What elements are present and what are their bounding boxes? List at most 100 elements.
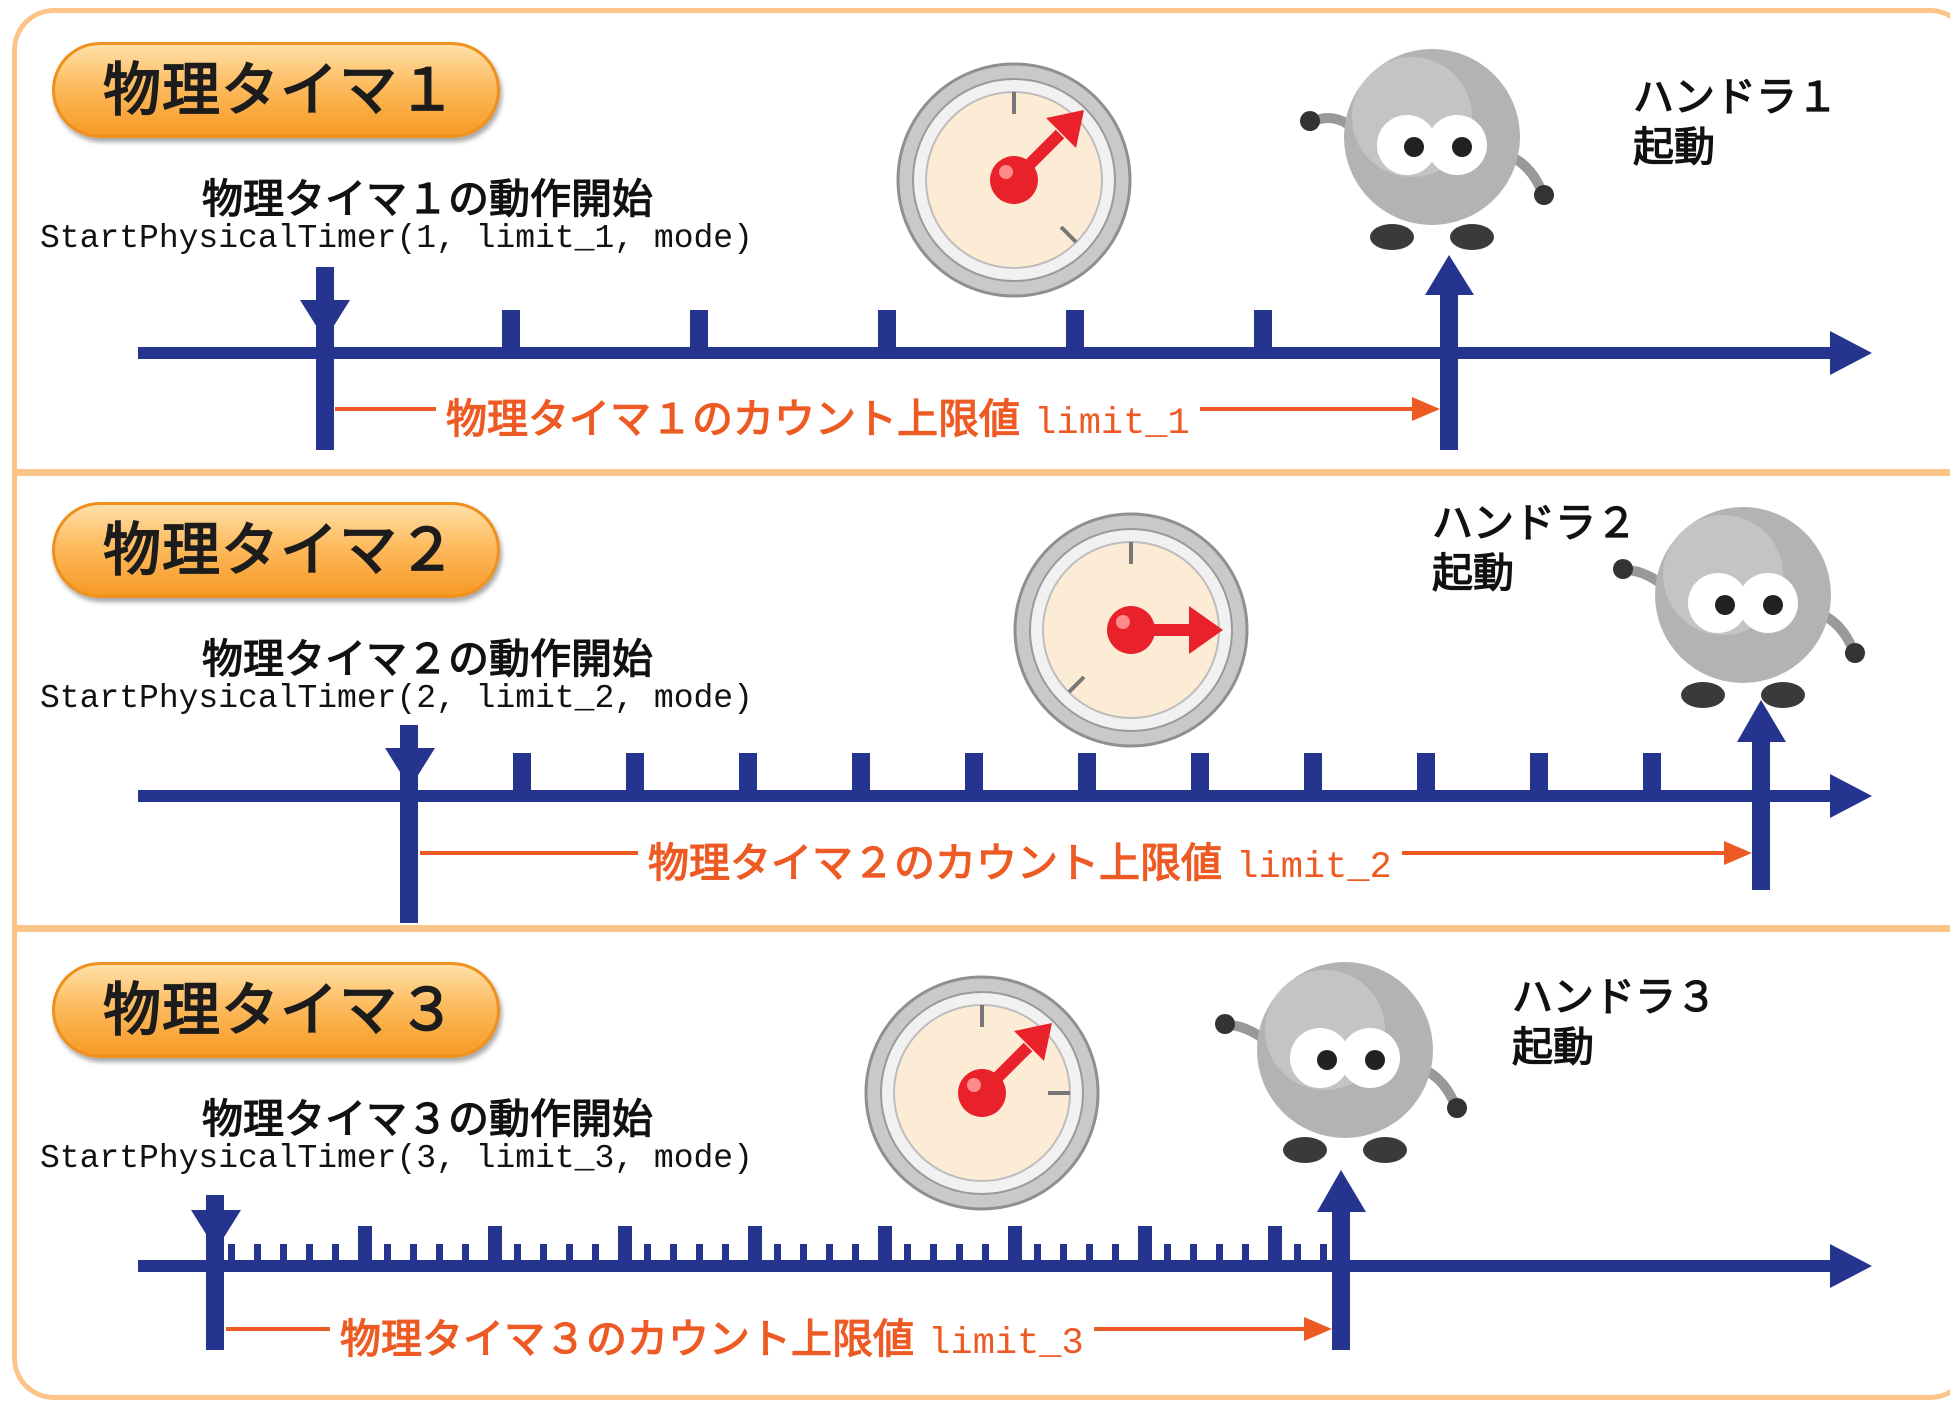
tick-mark bbox=[1530, 753, 1548, 798]
start-marker bbox=[300, 267, 350, 450]
time-axis-arrowhead bbox=[1830, 774, 1872, 818]
start-marker bbox=[385, 725, 435, 923]
axis-ticks bbox=[513, 753, 1661, 798]
minor-tick-mark bbox=[670, 1244, 677, 1268]
minor-tick-mark bbox=[280, 1244, 287, 1268]
panel-divider bbox=[12, 925, 1950, 932]
count-limit-variable: limit_2 bbox=[1236, 847, 1392, 889]
minor-tick-mark bbox=[254, 1244, 261, 1268]
minor-tick-mark bbox=[826, 1244, 833, 1268]
tick-mark bbox=[488, 1226, 502, 1268]
minor-tick-mark bbox=[1086, 1244, 1093, 1268]
minor-tick-mark bbox=[852, 1244, 859, 1268]
minor-tick-mark bbox=[462, 1244, 469, 1268]
handler-action: 起動 bbox=[1512, 1023, 1594, 1071]
minor-tick-mark bbox=[228, 1244, 235, 1268]
minor-tick-mark bbox=[774, 1244, 781, 1268]
tick-mark bbox=[852, 753, 870, 798]
handler-mascot-icon bbox=[1215, 962, 1467, 1163]
count-limit-label: 物理タイマ２のカウント上限値 limit_2 bbox=[638, 829, 1402, 889]
tick-mark bbox=[1268, 1226, 1282, 1268]
minor-tick-mark bbox=[1320, 1244, 1327, 1268]
tick-mark bbox=[626, 753, 644, 798]
start-label: 物理タイマ１の動作開始 bbox=[202, 175, 653, 223]
minor-tick-mark bbox=[800, 1244, 807, 1268]
tick-mark bbox=[878, 310, 896, 355]
tick-mark bbox=[1078, 753, 1096, 798]
handler-label: ハンドラ３ 起動 bbox=[1512, 972, 1717, 1072]
handler-trigger-marker bbox=[1317, 1170, 1366, 1350]
minor-tick-mark bbox=[930, 1244, 937, 1268]
api-call-code: StartPhysicalTimer(3, limit_3, mode) bbox=[40, 1140, 753, 1177]
handler-name: ハンドラ１ bbox=[1633, 73, 1838, 121]
handler-label: ハンドラ２ 起動 bbox=[1432, 498, 1637, 598]
tick-mark bbox=[1643, 753, 1661, 798]
minor-tick-mark bbox=[1112, 1244, 1119, 1268]
minor-tick-mark bbox=[566, 1244, 573, 1268]
axis-ticks bbox=[228, 1226, 1327, 1268]
time-axis-arrowhead bbox=[1830, 1244, 1872, 1288]
panel-divider bbox=[12, 469, 1950, 476]
api-call-code: StartPhysicalTimer(1, limit_1, mode) bbox=[40, 220, 753, 257]
minor-tick-mark bbox=[540, 1244, 547, 1268]
start-label: 物理タイマ２の動作開始 bbox=[202, 635, 653, 683]
handler-label: ハンドラ１ 起動 bbox=[1633, 72, 1838, 172]
tick-mark bbox=[748, 1226, 762, 1268]
start-label: 物理タイマ３の動作開始 bbox=[202, 1095, 653, 1143]
tick-mark bbox=[1254, 310, 1272, 355]
count-limit-variable: limit_3 bbox=[928, 1323, 1084, 1365]
minor-tick-mark bbox=[904, 1244, 911, 1268]
minor-tick-mark bbox=[514, 1244, 521, 1268]
api-call-code: StartPhysicalTimer(2, limit_2, mode) bbox=[40, 680, 753, 717]
timer-panel-2: 物理タイマ２ 物理タイマ２の動作開始 StartPhysicalTimer(2,… bbox=[0, 460, 1950, 923]
diagram-frame bbox=[12, 8, 1950, 1400]
timer-panel-1: 物理タイマ１ 物理タイマ１の動作開始 StartPhysicalTimer(1,… bbox=[0, 0, 1950, 463]
start-marker bbox=[191, 1195, 241, 1350]
tick-mark bbox=[1304, 753, 1322, 798]
tick-mark bbox=[690, 310, 708, 355]
time-axis-arrowhead bbox=[1830, 331, 1872, 375]
tick-mark bbox=[739, 753, 757, 798]
minor-tick-mark bbox=[696, 1244, 703, 1268]
minor-tick-mark bbox=[956, 1244, 963, 1268]
handler-name: ハンドラ３ bbox=[1512, 973, 1717, 1021]
minor-tick-mark bbox=[1034, 1244, 1041, 1268]
handler-mascot-icon bbox=[1613, 507, 1865, 708]
tick-mark bbox=[1138, 1226, 1152, 1268]
tick-mark bbox=[502, 310, 520, 355]
minor-tick-mark bbox=[722, 1244, 729, 1268]
count-limit-label: 物理タイマ３のカウント上限値 limit_3 bbox=[330, 1305, 1094, 1365]
minor-tick-mark bbox=[384, 1244, 391, 1268]
count-limit-text: 物理タイマ３のカウント上限値 bbox=[340, 1315, 914, 1363]
timeline-2 bbox=[138, 507, 1872, 923]
minor-tick-mark bbox=[592, 1244, 599, 1268]
stopwatch-icon bbox=[1013, 512, 1249, 748]
minor-tick-mark bbox=[306, 1244, 313, 1268]
tick-mark bbox=[1417, 753, 1435, 798]
tick-mark bbox=[1066, 310, 1084, 355]
minor-tick-mark bbox=[1294, 1244, 1301, 1268]
count-limit-text: 物理タイマ１のカウント上限値 bbox=[446, 395, 1020, 443]
minor-tick-mark bbox=[1060, 1244, 1067, 1268]
timer-badge: 物理タイマ２ bbox=[52, 502, 500, 598]
minor-tick-mark bbox=[644, 1244, 651, 1268]
handler-action: 起動 bbox=[1432, 549, 1514, 597]
timer-badge: 物理タイマ１ bbox=[52, 42, 500, 138]
minor-tick-mark bbox=[410, 1244, 417, 1268]
minor-tick-mark bbox=[1190, 1244, 1197, 1268]
minor-tick-mark bbox=[982, 1244, 989, 1268]
minor-tick-mark bbox=[332, 1244, 339, 1268]
axis-ticks bbox=[502, 310, 1272, 355]
minor-tick-mark bbox=[436, 1244, 443, 1268]
tick-mark bbox=[1008, 1226, 1022, 1268]
timeline-3 bbox=[138, 962, 1872, 1350]
count-limit-label: 物理タイマ１のカウント上限値 limit_1 bbox=[436, 385, 1200, 445]
timer-panel-3: 物理タイマ３ 物理タイマ３の動作開始 StartPhysicalTimer(3,… bbox=[0, 920, 1950, 1383]
handler-name: ハンドラ２ bbox=[1432, 499, 1637, 547]
tick-mark bbox=[618, 1226, 632, 1268]
count-limit-text: 物理タイマ２のカウント上限値 bbox=[648, 839, 1222, 887]
minor-tick-mark bbox=[1164, 1244, 1171, 1268]
count-limit-variable: limit_1 bbox=[1034, 403, 1190, 445]
tick-mark bbox=[513, 753, 531, 798]
handler-mascot-icon bbox=[1300, 49, 1554, 250]
